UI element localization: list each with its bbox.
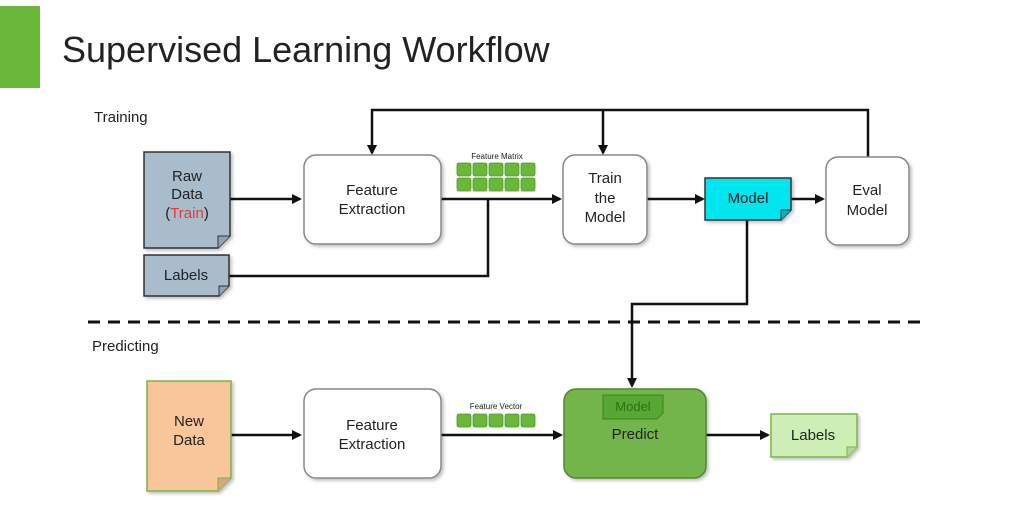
model-node: Model [704, 177, 792, 221]
feature-matrix-label: Feature Matrix [471, 152, 523, 161]
predict-node: Model Predict [563, 388, 707, 479]
raw-data-paren-open: ( [165, 205, 170, 222]
feature-vector-label: Feature Vector [470, 402, 523, 411]
feature-extraction-predict-node: Feature Extraction [303, 388, 442, 479]
train-model-line1: Train [588, 170, 622, 187]
feature-extraction-train-line1: Feature [346, 182, 398, 199]
raw-data-paren-close: ) [204, 205, 209, 222]
raw-data-line3: (Train) [165, 205, 209, 222]
feature-extraction-predict-line2: Extraction [339, 436, 406, 453]
predict-text: Predict [612, 426, 660, 443]
raw-data-train-highlight: Train [170, 205, 204, 222]
new-data-line2: Data [173, 432, 205, 449]
feature-vector-cell [504, 413, 520, 428]
feature-vector-cell [488, 413, 504, 428]
feature-matrix-cell [520, 177, 536, 192]
train-model-line3: Model [585, 209, 626, 226]
model-text: Model [728, 190, 769, 207]
feature-matrix-cell [456, 162, 472, 177]
accent-bar [0, 6, 40, 88]
new-data-node: New Data [146, 380, 232, 492]
feature-matrix-cell [488, 177, 504, 192]
section-label-predicting: Predicting [92, 338, 159, 355]
section-label-training: Training [94, 109, 148, 126]
labels-node: Labels [143, 254, 230, 297]
predict-model-tag: Model [615, 399, 651, 414]
labels-output-node: Labels [770, 413, 858, 458]
new-data-line1: New [174, 413, 204, 430]
feature-extraction-train-line2: Extraction [339, 201, 406, 218]
feedback-arrow-to-feature-extraction [367, 108, 870, 157]
feature-vector-cell [520, 413, 536, 428]
train-model-node: Train the Model [562, 154, 648, 245]
feature-matrix-cell [472, 162, 488, 177]
feature-extraction-predict-line1: Feature [346, 417, 398, 434]
feature-matrix-cell [520, 162, 536, 177]
labels-output-text: Labels [791, 427, 835, 444]
feature-vector-cell [456, 413, 472, 428]
eval-model-line2: Model [847, 202, 888, 219]
raw-data-line1: Raw [172, 168, 202, 185]
raw-data-node: Raw Data (Train) [143, 151, 231, 249]
feature-matrix-cell [472, 177, 488, 192]
raw-data-line2: Data [171, 186, 203, 203]
feature-matrix-cell [456, 177, 472, 192]
page-title: Supervised Learning Workflow [62, 29, 551, 70]
feature-vector-cell [472, 413, 488, 428]
feature-matrix-cell [504, 177, 520, 192]
labels-text: Labels [164, 267, 208, 284]
feature-matrix-cell [504, 162, 520, 177]
arrow-model-to-predict [627, 220, 749, 388]
feature-extraction-train-node: Feature Extraction [303, 154, 442, 245]
feature-matrix-cell [488, 162, 504, 177]
train-model-line2: the [595, 190, 616, 207]
eval-model-line1: Eval [852, 182, 881, 199]
eval-model-node: Eval Model [825, 156, 910, 246]
feature-matrix: Feature Matrix [456, 152, 536, 192]
arrow-labels-to-train [229, 200, 490, 278]
feature-vector: Feature Vector [456, 402, 536, 428]
